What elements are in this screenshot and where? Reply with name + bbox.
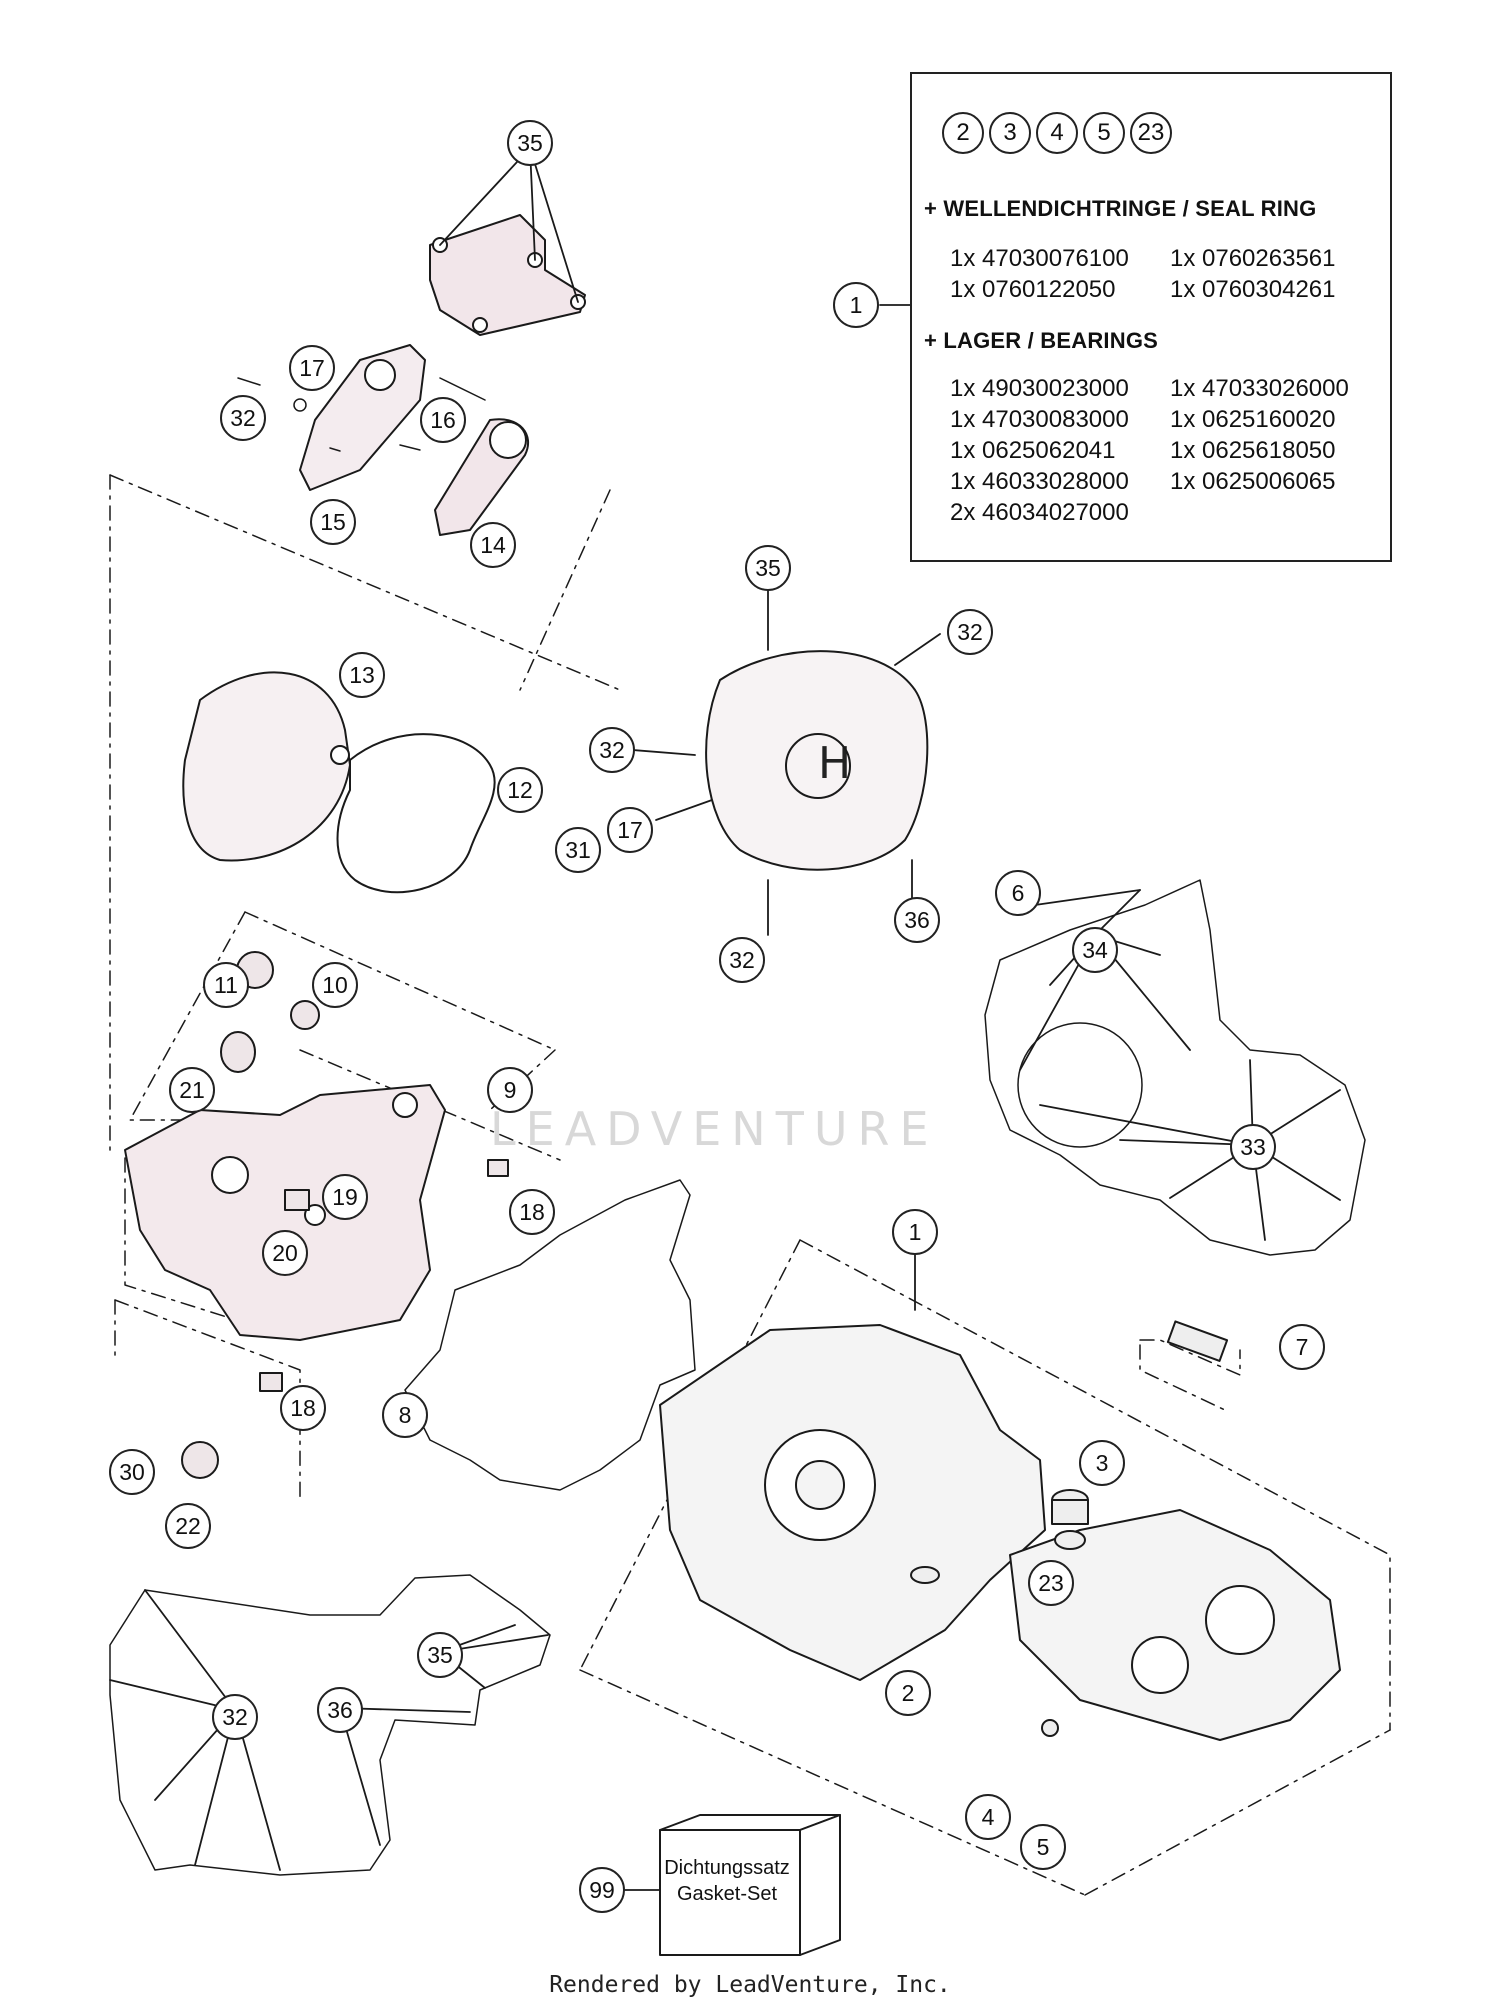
bearing-entry: 2x 46034027000 [950,499,1129,526]
part-callout[interactable]: 13 [339,652,385,698]
water-pump-housing [299,344,426,491]
part-callout[interactable]: 35 [417,1632,463,1678]
bearing-entry: 1x 46033028000 [950,468,1129,495]
part-callout[interactable]: 10 [312,962,358,1008]
part-callout[interactable]: 20 [262,1230,308,1276]
crankcase-right-half [1009,1509,1341,1741]
bearing-entry: 1x 47033026000 [1170,375,1349,402]
part-callout[interactable]: 15 [310,499,356,545]
bearing-entry [1170,498,1390,527]
part-callout[interactable]: 16 [420,397,466,443]
part-callout[interactable]: 1 [833,282,879,328]
part-callout[interactable]: 7 [1279,1324,1325,1370]
clutch-cover [182,671,351,862]
kit-part-callout[interactable]: 23 [1130,112,1172,154]
part-callout[interactable]: 22 [165,1503,211,1549]
part-callout[interactable]: 17 [607,807,653,853]
part-callout[interactable]: 1 [892,1209,938,1255]
part-callout[interactable]: 23 [1028,1560,1074,1606]
bearings-list: 1x 49030023000 1x 47033026000 1x 4703008… [950,374,1390,527]
cover-o-ring [336,733,496,894]
gasket-set-line2: Gasket-Set [676,1883,778,1905]
part-callout[interactable]: 34 [1072,927,1118,973]
gasket-set-label: Dichtungssatz Gasket-Set [664,1855,790,1907]
part-callout[interactable]: 32 [947,609,993,655]
kit-part-callout[interactable]: 5 [1083,112,1125,154]
impeller [434,418,530,536]
part-callout[interactable]: 32 [589,727,635,773]
water-pump-cover [429,214,586,336]
gasket-set-line1: Dichtungssatz [664,1857,790,1879]
ignition-cover: H [705,650,929,871]
gasket-set-box [659,1814,841,1956]
part-callout[interactable]: 21 [169,1067,215,1113]
part-callout[interactable]: 4 [965,1794,1011,1840]
part-callout[interactable]: 32 [220,395,266,441]
kit-part-callout[interactable]: 4 [1036,112,1078,154]
part-callout[interactable]: 18 [280,1385,326,1431]
kit-part-callout[interactable]: 3 [989,112,1031,154]
part-callout[interactable]: 32 [719,937,765,983]
part-callout[interactable]: 5 [1020,1824,1066,1870]
seal-ring-entry: 1x 0760263561 [1170,245,1336,272]
part-callout[interactable]: 14 [470,522,516,568]
seal-ring-entry: 1x 0760304261 [1170,276,1336,303]
bearing-entry: 1x 47030083000 [950,406,1129,433]
bearing-entry: 1x 0625062041 [950,437,1116,464]
kit-included-parts: 2 3 4 5 23 [942,112,1172,154]
part-callout[interactable]: 36 [894,897,940,943]
part-callout[interactable]: 8 [382,1392,428,1438]
bearing-entry: 1x 0625160020 [1170,406,1336,433]
clutch-side-case [124,1084,446,1341]
kit-contents-box: 2 3 4 5 23 + WELLENDICHTRINGE / SEAL RIN… [910,72,1392,562]
small-bolts [237,377,486,452]
part-callout[interactable]: 35 [507,120,553,166]
watermark: LEADVENTURE [490,1102,939,1156]
bearing-entry: 1x 0625006065 [1170,468,1336,495]
footer-credit: Rendered by LeadVenture, Inc. [549,1972,951,1998]
part-callout[interactable]: 2 [885,1670,931,1716]
bearing-entry: 1x 49030023000 [950,375,1129,402]
part-callout[interactable]: 99 [579,1867,625,1913]
part-callout[interactable]: 6 [995,870,1041,916]
part-callout[interactable]: 33 [1230,1124,1276,1170]
part-callout[interactable]: 19 [322,1174,368,1220]
part-callout[interactable]: 31 [555,827,601,873]
part-callout[interactable]: 17 [289,345,335,391]
part-callout[interactable]: 11 [203,962,249,1008]
part-callout[interactable]: 30 [109,1449,155,1495]
seal-ring-entry: 1x 47030076100 [950,245,1129,272]
part-callout[interactable]: 3 [1079,1440,1125,1486]
outer-cover-gasket [109,1574,551,1876]
seal-ring-heading: + WELLENDICHTRINGE / SEAL RING [924,196,1317,221]
kit-part-callout[interactable]: 2 [942,112,984,154]
bearings [910,1320,1229,1737]
crankcase-left-half [659,1324,1046,1681]
bearing-entry: 1x 0625618050 [1170,437,1336,464]
clutch-gasket [404,1179,696,1491]
part-callout[interactable]: 18 [509,1189,555,1235]
bearings-heading: + LAGER / BEARINGS [924,328,1159,353]
part-callout[interactable]: 12 [497,767,543,813]
part-callout[interactable]: 35 [745,545,791,591]
part-callout[interactable]: 9 [487,1067,533,1113]
cylinder-base-gasket [984,879,1366,1256]
seal-ring-entry: 1x 0760122050 [950,276,1116,303]
seal-ring-list: 1x 47030076100 1x 0760263561 1x 07601220… [950,244,1390,304]
part-callout[interactable]: 32 [212,1694,258,1740]
part-callout[interactable]: 36 [317,1687,363,1733]
